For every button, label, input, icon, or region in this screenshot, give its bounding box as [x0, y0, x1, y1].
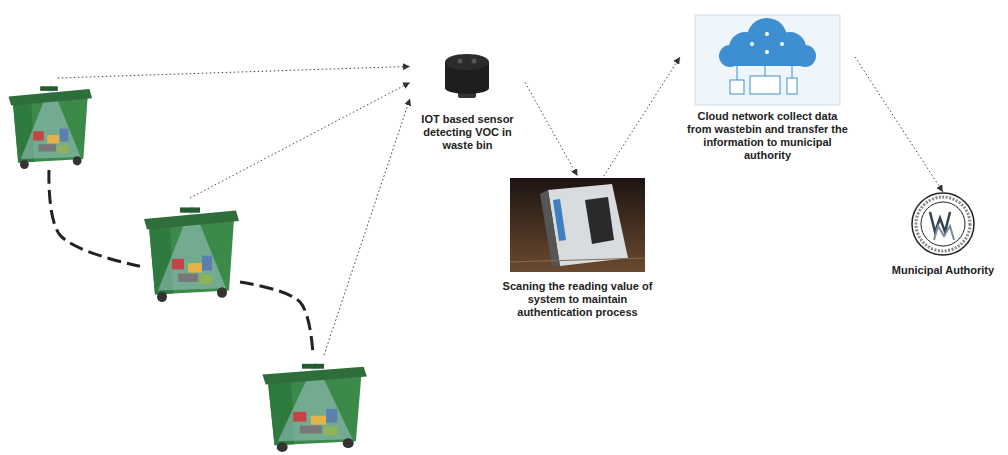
cloud-network: Cloud network collect data from wastebin…: [680, 12, 855, 162]
logo-ring-pattern: [916, 197, 970, 251]
laptop-icon: [750, 76, 780, 94]
image-area: [494, 176, 661, 280]
waste-bin: [258, 355, 368, 453]
scanner-body: [548, 184, 628, 266]
connector-arrow: [525, 82, 578, 176]
waste-bin-image: [262, 361, 367, 452]
node-caption: Municipal Authority: [892, 264, 994, 277]
image-area: [684, 12, 851, 110]
waste-bin-illustration: [9, 84, 367, 453]
scanner-illustration: [510, 178, 645, 272]
cloud-wire: [765, 66, 766, 76]
iot-sensor: IOT based sensor detecting VOC in waste …: [410, 45, 525, 152]
logo-inner: [921, 202, 965, 246]
tablet-icon: [730, 80, 744, 94]
sensor-led: [472, 59, 477, 64]
waste-bin-image: [9, 84, 93, 170]
connector-group: [49, 57, 943, 355]
connector-arrow: [58, 66, 410, 78]
waste-bin-image: [144, 204, 239, 302]
image-area: [144, 198, 236, 303]
logo-ring: [912, 193, 974, 255]
image-area: [9, 78, 89, 170]
sensor-top: [445, 54, 489, 70]
cloud-panel: [695, 15, 840, 105]
dashed-route: [49, 170, 140, 266]
connector-arrow: [604, 57, 680, 176]
scanner-slot: [553, 199, 566, 241]
cloud-shape: [730, 50, 805, 66]
image-area: [414, 45, 521, 113]
phone-icon: [787, 78, 797, 94]
node-caption: Scaning the reading value of system to m…: [494, 280, 661, 319]
cloud-icon: [750, 42, 754, 46]
sensor-illustration: [445, 54, 489, 98]
municipal-authority: Municipal Authority: [882, 192, 1004, 277]
image-area: [886, 192, 1000, 264]
node-caption: Cloud network collect data from wastebin…: [684, 110, 851, 162]
cloud-illustration: [695, 15, 840, 105]
dashed-route: [240, 282, 313, 355]
connector-arrow: [324, 99, 410, 356]
scanner-lens: [585, 197, 614, 244]
sensor-led: [458, 59, 463, 64]
table-edge: [510, 258, 645, 262]
municipal-logo: [912, 193, 974, 255]
logo-mark: [934, 226, 954, 240]
scanner-device: Scaning the reading value of system to m…: [490, 176, 665, 319]
connector-arrow: [855, 57, 943, 192]
node-caption: IOT based sensor detecting VOC in waste …: [414, 113, 521, 152]
cloud-wire: [792, 66, 793, 78]
cloud-wire: [737, 66, 738, 80]
waste-bin: [5, 78, 93, 170]
scanner-photo: [510, 178, 645, 272]
sensor-body: [445, 82, 489, 94]
cloud-icon: [780, 42, 784, 46]
connector-arrow: [190, 82, 410, 198]
cloud-icon: [765, 32, 769, 36]
image-area: [262, 355, 364, 453]
cloud-icon: [765, 50, 769, 54]
waste-bin: [140, 198, 240, 303]
